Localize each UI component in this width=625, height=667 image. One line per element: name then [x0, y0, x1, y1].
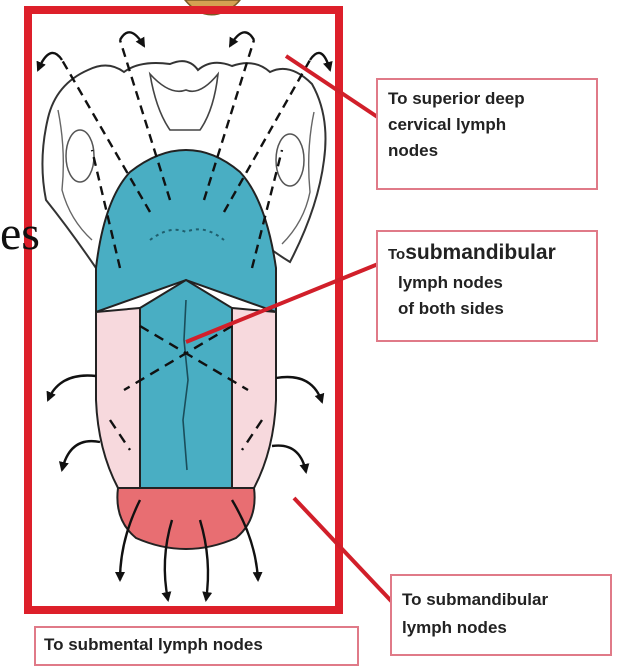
label-prefix: To — [388, 246, 405, 263]
tongue-right-margin — [232, 308, 276, 488]
tongue-tip-region — [117, 488, 254, 549]
label-line: lymph nodes — [402, 614, 600, 642]
label-line: nodes — [388, 138, 586, 164]
label-superior-deep-cervical: To superior deep cervical lymph nodes — [376, 78, 598, 190]
label-main: submandibular — [405, 241, 556, 264]
label-line: of both sides — [388, 296, 586, 322]
label-submental: To submental lymph nodes — [34, 626, 359, 666]
label-line: cervical lymph — [388, 112, 586, 138]
label-line: lymph nodes — [388, 270, 586, 296]
label-submandibular-both-sides: Tosubmandibular lymph nodes of both side… — [376, 230, 598, 342]
tongue-left-margin — [96, 308, 140, 488]
label-submandibular-lower: To submandibular lymph nodes — [390, 574, 612, 656]
cropped-text-fragment: es — [0, 210, 40, 258]
label-line: To superior deep — [388, 86, 586, 112]
label-line: Tosubmandibular — [388, 238, 586, 270]
label-line: To submandibular — [402, 586, 600, 614]
